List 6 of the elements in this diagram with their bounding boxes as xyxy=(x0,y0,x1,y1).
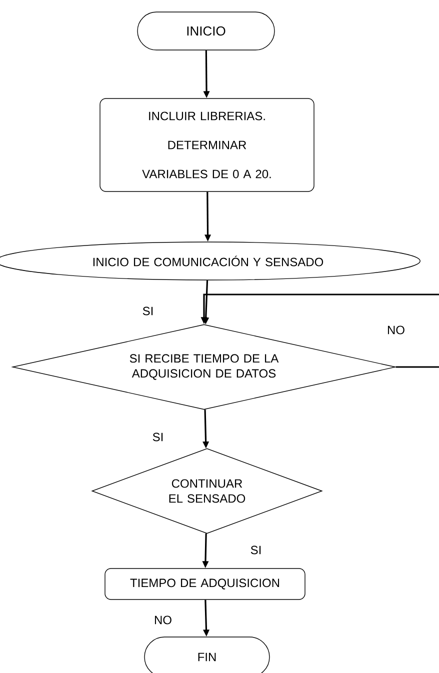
edge-label: SI xyxy=(142,306,153,316)
edge-label: SI xyxy=(250,546,261,554)
process-box: INCLUIR LIBRERIAS. DETERMINAR VARIABLES DE 0 A 20. xyxy=(100,98,314,192)
edge-label: NO xyxy=(154,616,172,624)
edge-label: SI xyxy=(152,432,163,442)
process-box: TIEMPO DE ADQUISICION xyxy=(104,568,306,600)
